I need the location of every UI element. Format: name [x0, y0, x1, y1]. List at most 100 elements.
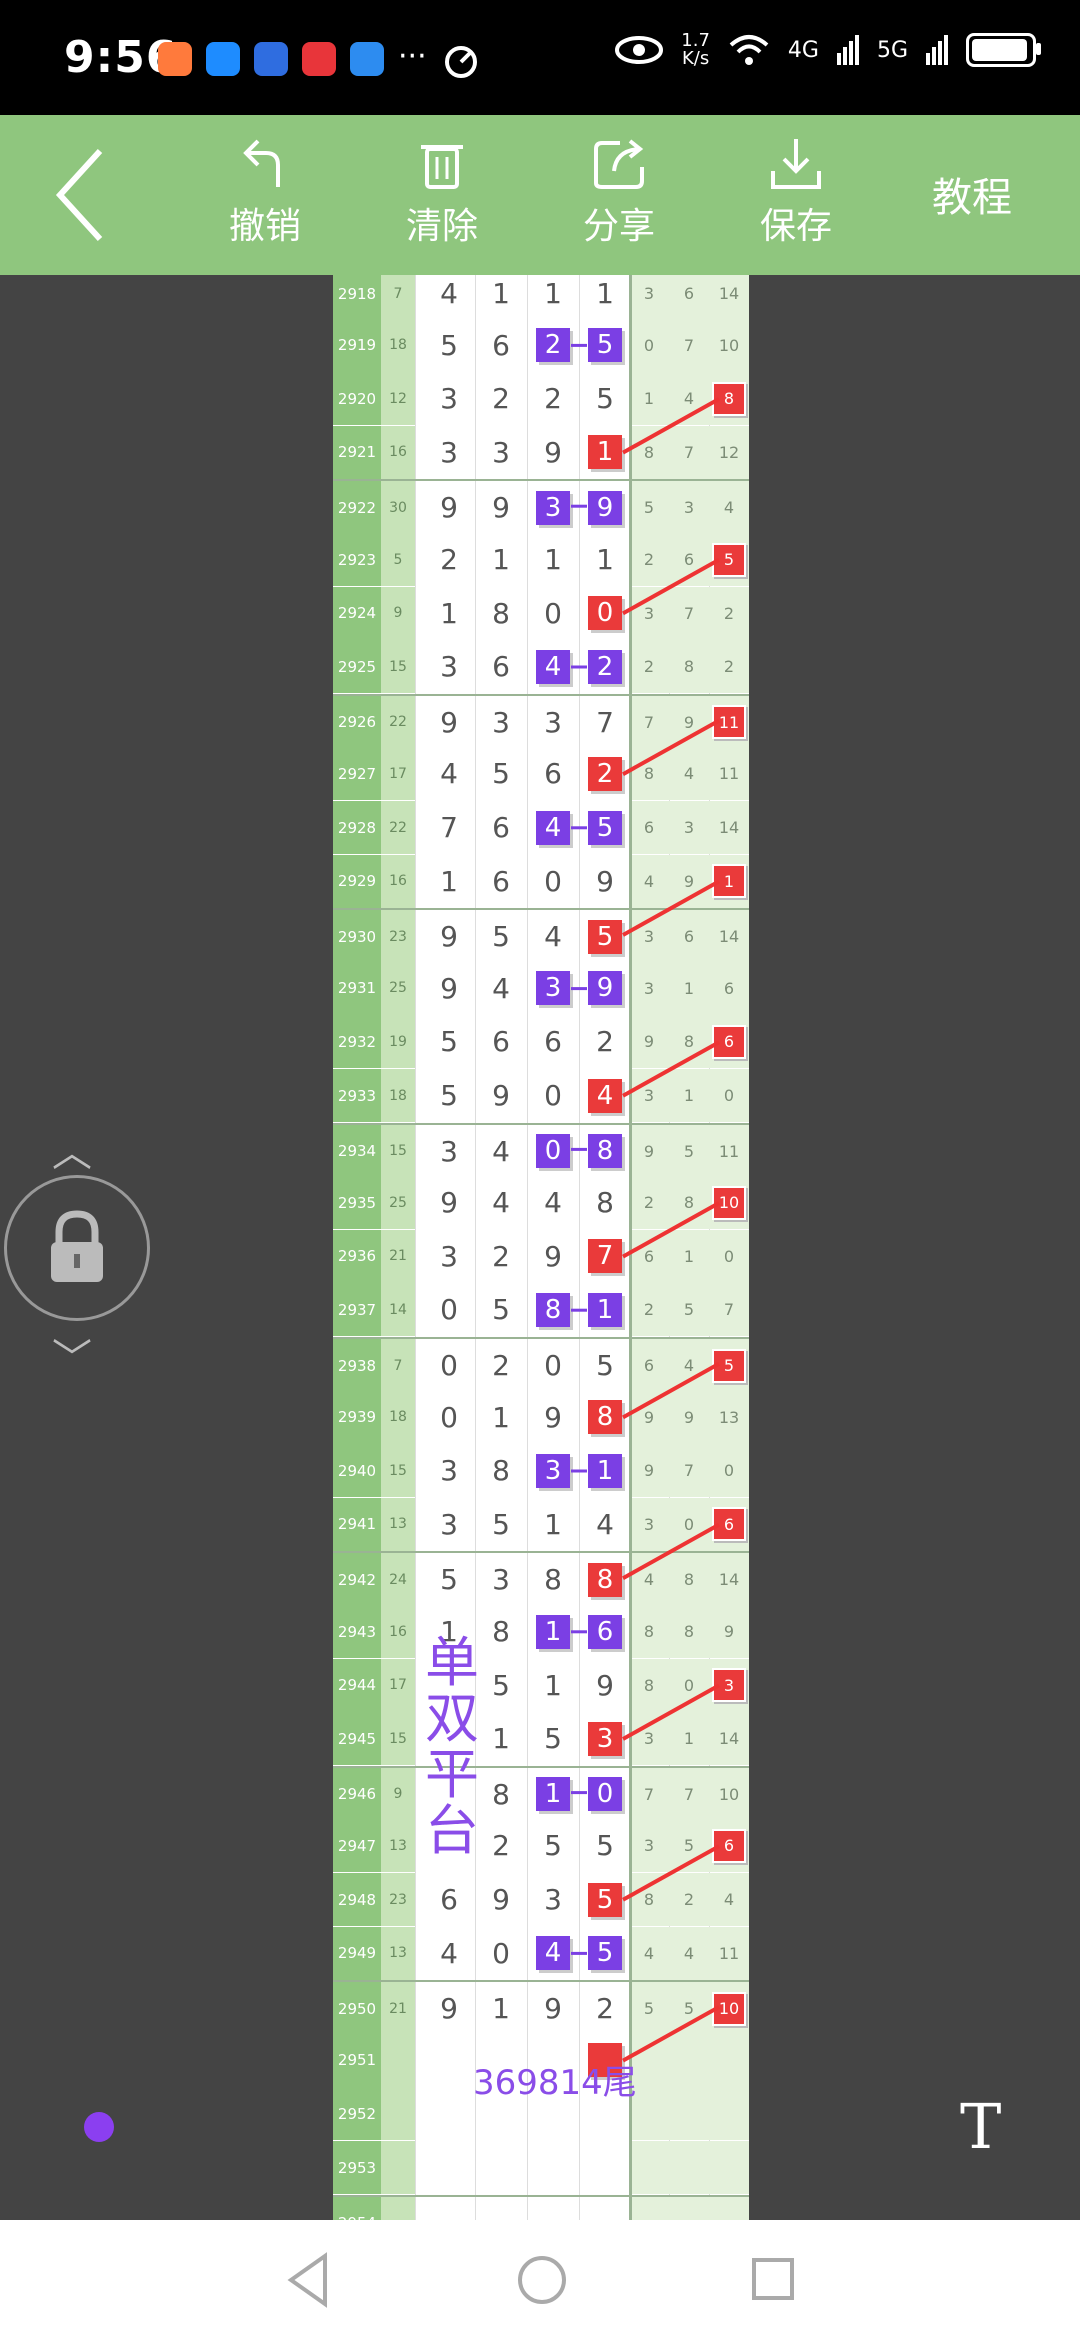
- digit-cell[interactable]: 1: [527, 1768, 579, 1821]
- digit-cell[interactable]: [579, 2034, 631, 2087]
- digit-cell[interactable]: 9: [440, 1992, 458, 2026]
- digit-cell[interactable]: 4: [492, 1186, 510, 1220]
- digit-cell[interactable]: 1: [527, 1605, 579, 1658]
- digit-cell[interactable]: 4: [527, 1927, 579, 1980]
- digit-cell[interactable]: [527, 2197, 579, 2220]
- digit-cell[interactable]: 1: [596, 543, 614, 576]
- digit-cell[interactable]: 2: [527, 319, 579, 372]
- digit-cell[interactable]: [423, 2141, 475, 2194]
- digit-cell[interactable]: 8: [492, 1777, 510, 1811]
- digit-cell[interactable]: 1: [579, 1444, 631, 1497]
- digit-cell[interactable]: 4: [440, 757, 458, 791]
- nav-recent-icon[interactable]: [748, 2250, 798, 2310]
- digit-cell[interactable]: 0: [544, 864, 562, 898]
- digit-cell[interactable]: 5: [579, 1927, 631, 1980]
- digit-cell[interactable]: 3: [579, 1712, 631, 1765]
- digit-cell[interactable]: 6: [544, 1025, 562, 1059]
- digit-cell[interactable]: 7: [579, 1230, 631, 1283]
- digit-cell[interactable]: 8: [527, 1283, 579, 1336]
- digit-cell[interactable]: [579, 2197, 631, 2220]
- digit-cell[interactable]: 4: [440, 277, 458, 310]
- undo-button[interactable]: 撤销: [205, 137, 325, 249]
- digit-cell[interactable]: 3: [544, 1883, 562, 1916]
- digit-cell[interactable]: 0: [544, 1349, 562, 1382]
- lock-button[interactable]: [4, 1175, 150, 1321]
- digit-cell[interactable]: 3: [440, 435, 458, 469]
- digit-cell[interactable]: 9: [492, 1883, 510, 1916]
- digit-cell[interactable]: 5: [492, 1293, 510, 1327]
- digit-cell[interactable]: 1: [492, 1722, 510, 1756]
- digit-cell[interactable]: 8: [492, 1454, 510, 1488]
- digit-cell[interactable]: 5: [596, 1829, 614, 1863]
- digit-cell[interactable]: 0: [440, 1400, 458, 1434]
- digit-cell[interactable]: 4: [596, 1507, 614, 1541]
- digit-cell[interactable]: 3: [544, 705, 562, 739]
- digit-cell[interactable]: [423, 2197, 475, 2220]
- digit-cell[interactable]: 8: [596, 1186, 614, 1220]
- digit-cell[interactable]: 5: [544, 1829, 562, 1863]
- digit-cell[interactable]: 5: [579, 319, 631, 372]
- digit-cell[interactable]: 9: [579, 962, 631, 1015]
- digit-cell[interactable]: 9: [544, 1992, 562, 2026]
- digit-cell[interactable]: 9: [440, 971, 458, 1005]
- digit-cell[interactable]: 6: [492, 811, 510, 844]
- digit-cell[interactable]: 3: [440, 650, 458, 684]
- digit-cell[interactable]: 5: [440, 1079, 458, 1112]
- digit-cell[interactable]: 8: [579, 1125, 631, 1178]
- digit-cell[interactable]: 1: [440, 596, 458, 630]
- digit-cell[interactable]: 1: [596, 277, 614, 310]
- digit-cell[interactable]: 3: [440, 1239, 458, 1273]
- digit-cell[interactable]: 0: [579, 1768, 631, 1821]
- digit-cell[interactable]: 1: [492, 543, 510, 576]
- back-button[interactable]: [40, 145, 120, 245]
- digit-cell[interactable]: [423, 2034, 475, 2087]
- digit-cell[interactable]: 9: [492, 1079, 510, 1112]
- digit-cell[interactable]: [475, 2197, 527, 2220]
- digit-cell[interactable]: 6: [440, 1883, 458, 1916]
- digit-cell[interactable]: 3: [527, 962, 579, 1015]
- digit-cell[interactable]: 0: [544, 596, 562, 630]
- digit-cell[interactable]: 9: [440, 491, 458, 525]
- share-button[interactable]: 分享: [559, 137, 679, 249]
- digit-cell[interactable]: 4: [492, 1134, 510, 1168]
- table-row[interactable]: 2954: [333, 2194, 749, 2220]
- digit-cell[interactable]: 3: [440, 1507, 458, 1541]
- text-tool-button[interactable]: T: [960, 2090, 1002, 2163]
- digit-cell[interactable]: [579, 2141, 631, 2194]
- digit-cell[interactable]: 1: [440, 1615, 458, 1648]
- digit-cell[interactable]: 1: [544, 277, 562, 310]
- digit-cell[interactable]: 2: [492, 382, 510, 416]
- digit-cell[interactable]: 5: [596, 1349, 614, 1382]
- digit-cell[interactable]: 3: [440, 1134, 458, 1168]
- digit-cell[interactable]: 4: [527, 640, 579, 693]
- digit-cell[interactable]: 6: [492, 328, 510, 362]
- digit-cell[interactable]: 9: [544, 1239, 562, 1273]
- nav-home-icon[interactable]: [515, 2250, 569, 2310]
- digit-cell[interactable]: 9: [492, 491, 510, 525]
- digit-cell[interactable]: 1: [440, 864, 458, 898]
- digit-cell[interactable]: 3: [440, 1454, 458, 1488]
- digit-cell[interactable]: 5: [492, 757, 510, 791]
- tutorial-button[interactable]: 教程: [912, 159, 1032, 223]
- scroll-down-icon[interactable]: ﹀: [52, 1336, 92, 1382]
- digit-cell[interactable]: [527, 2141, 579, 2194]
- digit-cell[interactable]: 8: [492, 596, 510, 630]
- digit-cell[interactable]: 5: [440, 1563, 458, 1597]
- digit-cell[interactable]: 2: [440, 543, 458, 576]
